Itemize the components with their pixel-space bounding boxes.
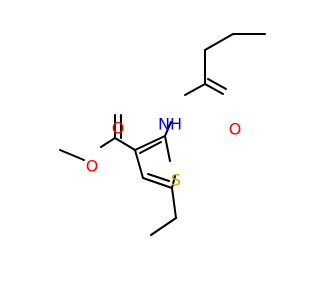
sulfur-label: S (171, 171, 181, 190)
bond (59, 149, 85, 161)
carbonyl-oxygen-label: O (112, 119, 125, 138)
molecule-canvas: NH O O O S (59, 33, 266, 236)
nh-label: NH (158, 115, 182, 134)
bond (150, 217, 177, 236)
bond (114, 137, 136, 151)
bond (100, 137, 116, 148)
bond (147, 173, 170, 182)
bond (204, 33, 234, 51)
bond (184, 83, 206, 96)
ether-oxygen-label: O (86, 157, 99, 176)
bond (134, 149, 144, 179)
bond (134, 135, 166, 151)
bond (164, 121, 172, 137)
bond (139, 141, 162, 154)
bond (204, 83, 224, 95)
molecule-structure: NH O O O S (59, 33, 266, 236)
amide-oxygen-label: O (229, 120, 242, 139)
bond (171, 187, 177, 219)
bond (142, 177, 173, 189)
bond (164, 135, 171, 162)
bond (207, 78, 227, 90)
bond (171, 175, 176, 189)
